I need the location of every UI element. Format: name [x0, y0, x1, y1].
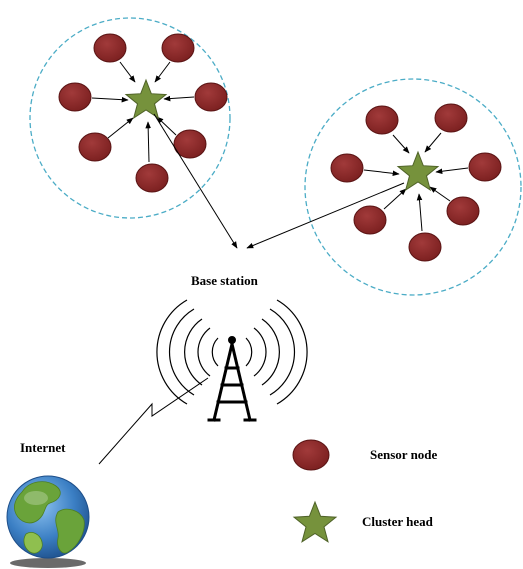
sensor-node	[78, 132, 112, 162]
cluster-2-links	[363, 132, 469, 232]
legend: Sensor node Cluster head	[292, 439, 438, 543]
sensor-node	[353, 205, 387, 235]
cluster-2-sensor-nodes	[330, 103, 502, 262]
sensor-node	[468, 152, 502, 182]
legend-cluster-head-label: Cluster head	[362, 514, 434, 529]
head-to-base-links	[153, 113, 405, 249]
cluster-1	[29, 17, 231, 219]
cluster-1-sensor-nodes	[58, 33, 228, 193]
cluster-2-head-star-icon	[396, 150, 440, 192]
legend-sensor-node-icon	[292, 439, 330, 471]
sensor-node	[173, 129, 207, 159]
cluster-1-head-star-icon	[124, 78, 168, 120]
globe-icon	[6, 475, 90, 568]
sensor-node	[408, 232, 442, 262]
internet-label: Internet	[20, 440, 66, 455]
cluster-2	[304, 78, 522, 296]
sensor-node	[161, 33, 195, 63]
base-station-label: Base station	[191, 273, 259, 288]
legend-sensor-node-label: Sensor node	[370, 447, 438, 462]
internet-link	[98, 377, 209, 465]
legend-cluster-head-star-icon	[292, 500, 338, 543]
sensor-node	[135, 163, 169, 193]
sensor-node	[93, 33, 127, 63]
cluster-1-links	[91, 61, 195, 163]
sensor-node	[365, 105, 399, 135]
sensor-node	[446, 196, 480, 226]
sensor-node	[194, 82, 228, 112]
cluster-1-boundary	[29, 17, 231, 219]
cluster-2-boundary	[304, 78, 522, 296]
sensor-node	[58, 82, 92, 112]
sensor-node	[434, 103, 468, 133]
sensor-node	[330, 153, 364, 183]
radio-tower-icon	[156, 299, 308, 422]
